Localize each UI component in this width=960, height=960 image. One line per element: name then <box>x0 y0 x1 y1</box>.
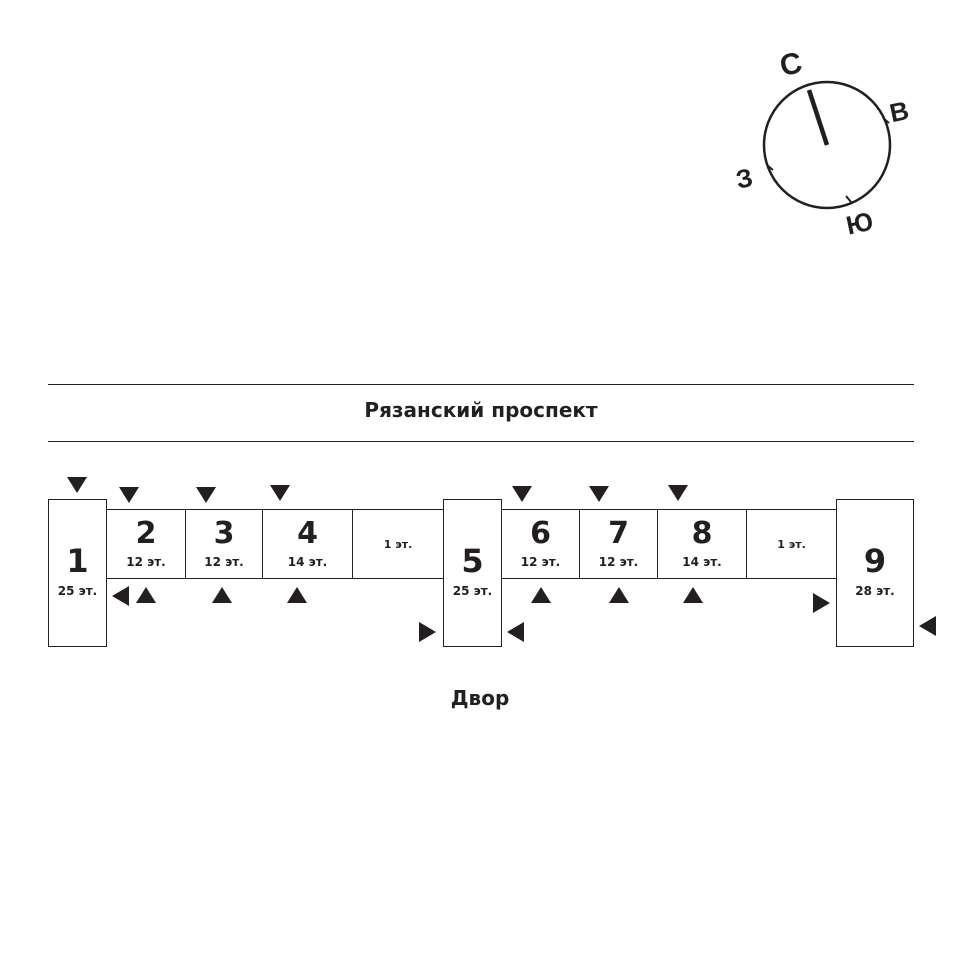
building-number: 1 <box>66 542 89 580</box>
entrance-arrow-down-icon <box>512 486 532 502</box>
annex-2: 1 эт. <box>746 509 837 579</box>
building-floors: 25 эт. <box>452 584 493 598</box>
building-floors: 12 эт. <box>126 555 166 569</box>
building-3: 3 12 эт. <box>185 509 263 579</box>
building-floors: 12 эт. <box>520 555 561 569</box>
street-label: Рязанский проспект <box>364 398 598 422</box>
entrance-arrow-right-icon <box>419 622 436 642</box>
building-floors: 14 эт. <box>287 555 328 569</box>
entrance-arrow-up-icon <box>609 587 629 603</box>
compass-east-label: В <box>887 95 912 128</box>
entrance-arrow-down-icon <box>119 487 139 503</box>
building-number: 4 <box>297 516 318 551</box>
building-floors: 12 эт. <box>204 555 244 569</box>
entrance-arrow-left-icon <box>507 622 524 642</box>
building-floors: 1 эт. <box>383 538 413 551</box>
building-floors: 1 эт. <box>777 538 806 551</box>
building-number: 5 <box>461 542 484 580</box>
building-6: 6 12 эт. <box>501 509 580 579</box>
building-number: 9 <box>863 542 887 580</box>
entrance-arrow-down-icon <box>67 477 87 493</box>
entrance-arrow-left-icon <box>112 586 129 606</box>
building-4: 4 14 эт. <box>262 509 353 579</box>
entrance-arrow-up-icon <box>287 587 307 603</box>
building-number: 6 <box>530 516 551 551</box>
entrance-arrow-up-icon <box>136 587 156 603</box>
compass-needle <box>806 89 830 146</box>
building-number: 2 <box>135 516 157 551</box>
building-floors: 25 эт. <box>57 584 98 598</box>
entrance-arrow-up-icon <box>683 587 703 603</box>
building-9: 9 28 эт. <box>836 499 914 647</box>
entrance-arrow-down-icon <box>270 485 290 501</box>
building-floors: 28 эт. <box>855 584 895 598</box>
building-number: 7 <box>608 516 629 551</box>
building-number: 3 <box>213 516 235 551</box>
entrance-arrow-right-icon <box>813 593 830 613</box>
yard-label: Двор <box>450 686 510 710</box>
building-1: 1 25 эт. <box>48 499 107 647</box>
entrance-arrow-up-icon <box>531 587 551 603</box>
building-2: 2 12 эт. <box>106 509 186 579</box>
building-floors: 14 эт. <box>682 555 722 569</box>
annex-1: 1 эт. <box>352 509 444 579</box>
street-top-line <box>48 384 914 385</box>
entrance-arrow-down-icon <box>668 485 688 501</box>
entrance-arrow-down-icon <box>589 486 609 502</box>
compass-north-label: С <box>777 46 805 83</box>
compass-west-label: З <box>733 162 755 195</box>
entrance-arrow-left-icon <box>919 616 936 636</box>
building-7: 7 12 эт. <box>579 509 658 579</box>
building-8: 8 14 эт. <box>657 509 747 579</box>
entrance-arrow-up-icon <box>212 587 232 603</box>
entrance-arrow-down-icon <box>196 487 216 503</box>
compass-south-label: Ю <box>843 206 875 241</box>
building-number: 8 <box>691 516 713 551</box>
street-bottom-line <box>48 441 914 442</box>
compass-circle <box>762 80 892 210</box>
building-5: 5 25 эт. <box>443 499 502 647</box>
building-floors: 12 эт. <box>598 555 639 569</box>
